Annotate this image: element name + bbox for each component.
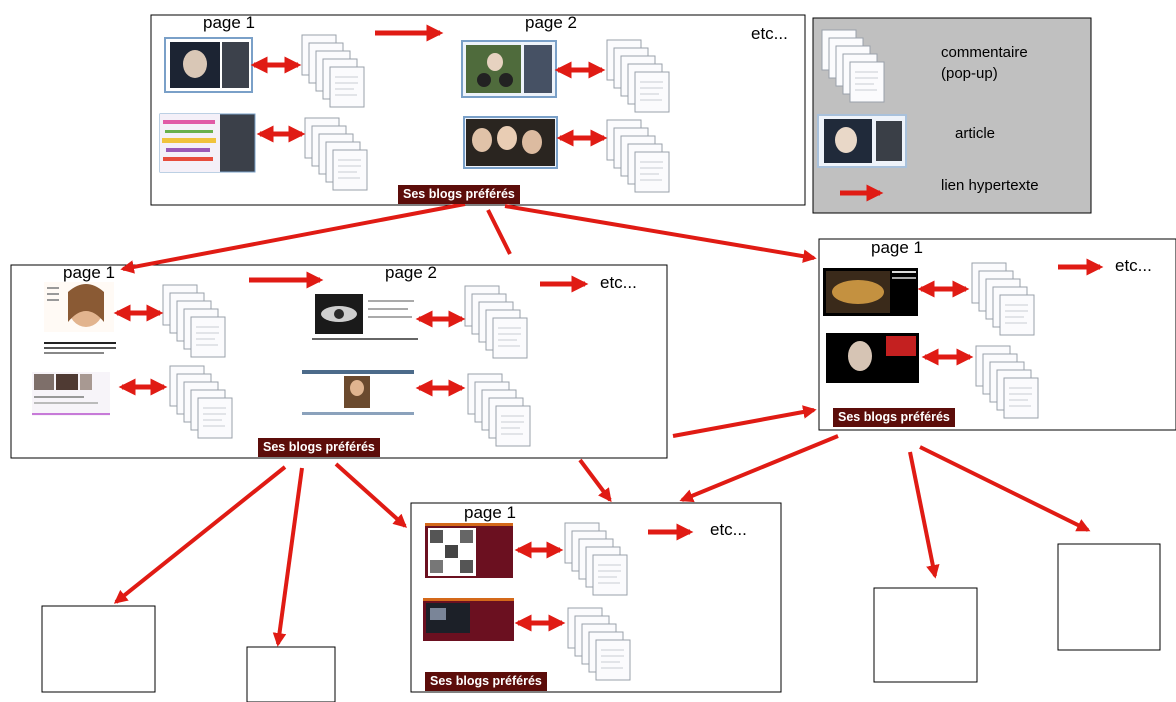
page-label: page 1 — [871, 238, 923, 257]
empty-box — [873, 587, 978, 683]
article-thumbnail[interactable] — [463, 116, 558, 169]
favorite-blogs-button[interactable]: Ses blogs préférés — [833, 408, 955, 427]
link-arrow[interactable] — [908, 451, 940, 579]
etc-label: etc... — [710, 520, 747, 539]
page-label: page 2 — [385, 263, 437, 282]
etc-label: etc... — [600, 273, 637, 292]
legend-link-label: lien hypertexte — [941, 177, 1039, 194]
favorite-blogs-button[interactable]: Ses blogs préférés — [425, 672, 547, 691]
etc-label: etc... — [751, 24, 788, 43]
page-label: page 2 — [525, 13, 577, 32]
page-label: page 1 — [203, 13, 255, 32]
legend-comment-sublabel: (pop-up) — [941, 65, 998, 82]
empty-box — [1057, 543, 1161, 651]
article-thumbnail[interactable] — [461, 40, 557, 98]
article-thumbnail[interactable] — [826, 333, 919, 383]
favorite-blogs-button[interactable]: Ses blogs préférés — [258, 438, 380, 457]
page-label: page 1 — [63, 263, 115, 282]
legend-comment-label: commentaire — [941, 44, 1028, 61]
link-arrow[interactable] — [334, 462, 408, 528]
link-arrow[interactable] — [919, 445, 1091, 532]
page-label: page 1 — [464, 503, 516, 522]
link-arrow[interactable] — [504, 204, 817, 263]
link-arrow[interactable] — [679, 434, 839, 503]
favorite-blogs-button[interactable]: Ses blogs préférés — [398, 185, 520, 204]
article-thumbnail[interactable] — [823, 268, 918, 316]
etc-label: etc... — [1115, 256, 1152, 275]
article-thumbnail[interactable] — [423, 598, 514, 641]
link-arrow[interactable] — [486, 209, 512, 255]
empty-box — [41, 605, 156, 693]
link-arrow[interactable] — [578, 458, 612, 503]
article-thumbnail[interactable] — [312, 292, 418, 344]
article-thumbnail[interactable] — [164, 37, 253, 93]
article-thumbnail[interactable] — [425, 523, 513, 578]
article-thumbnail[interactable] — [32, 372, 110, 416]
article-thumbnail[interactable] — [44, 282, 116, 354]
link-arrow[interactable] — [672, 405, 817, 438]
article-thumbnail[interactable] — [302, 370, 414, 422]
link-arrow[interactable] — [113, 465, 287, 604]
legend-article-label: article — [955, 125, 996, 142]
empty-box — [246, 646, 336, 702]
link-arrow[interactable] — [120, 202, 466, 274]
link-arrow[interactable] — [272, 467, 304, 647]
legend-article-thumbnail-icon — [817, 114, 907, 168]
article-thumbnail[interactable] — [159, 113, 256, 173]
